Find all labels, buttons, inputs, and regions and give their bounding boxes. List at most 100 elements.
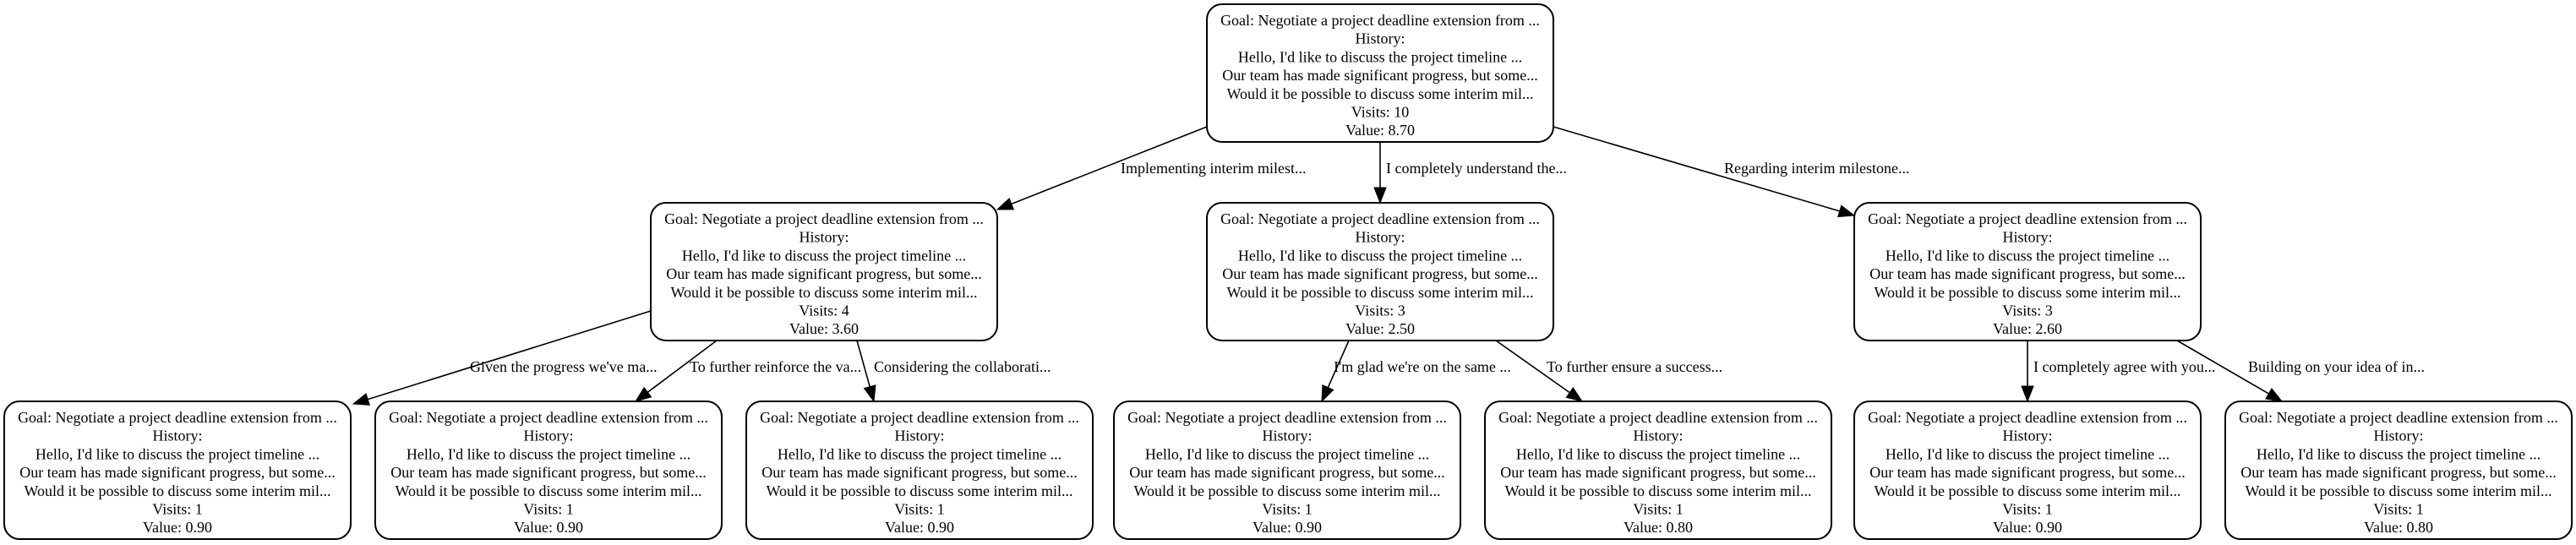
node-goal: Goal: Negotiate a project deadline exten…: [389, 409, 708, 426]
node-goal: Goal: Negotiate a project deadline exten…: [1220, 12, 1540, 29]
node-goal: Goal: Negotiate a project deadline exten…: [18, 409, 337, 426]
node-box: [374, 401, 723, 540]
node-history-line: Would it be possible to discuss some int…: [2245, 482, 2551, 499]
node-history-label: History:: [523, 428, 573, 444]
node-history-line: Would it be possible to discuss some int…: [1874, 284, 2180, 301]
tree-edge: Given the progress we've ma...: [352, 310, 658, 406]
tree-node-c2: Goal: Negotiate a project deadline exten…: [1206, 202, 1554, 341]
node-history-line: Our team has made significant progress, …: [1129, 464, 1444, 481]
node-history-line: Hello, I'd like to discuss the project t…: [35, 445, 319, 462]
node-value: Value: 0.90: [885, 519, 954, 536]
node-visits: Visits: 3: [2002, 302, 2052, 319]
node-box: [1113, 401, 1461, 540]
node-goal: Goal: Negotiate a project deadline exten…: [1498, 409, 1818, 426]
node-goal: Goal: Negotiate a project deadline exten…: [1220, 210, 1540, 227]
tree-node-g7: Goal: Negotiate a project deadline exten…: [2224, 401, 2573, 540]
edge-label: Implementing interim milest...: [1121, 160, 1306, 177]
arrowhead-icon: [863, 384, 876, 403]
tree-edge: Building on your idea of in...: [2176, 340, 2425, 402]
node-value: Value: 0.90: [1253, 519, 1322, 536]
tree-edge: I completely understand the...: [1373, 142, 1567, 204]
node-history-line: Would it be possible to discuss some int…: [766, 482, 1072, 499]
node-goal: Goal: Negotiate a project deadline exten…: [2239, 409, 2558, 426]
node-history-line: Would it be possible to discuss some int…: [395, 482, 701, 499]
node-goal: Goal: Negotiate a project deadline exten…: [1127, 409, 1447, 426]
tree-edge: Regarding interim milestone...: [1553, 126, 1909, 218]
tree-node-g3: Goal: Negotiate a project deadline exten…: [745, 401, 1094, 540]
tree-node-g1: Goal: Negotiate a project deadline exten…: [3, 401, 352, 540]
node-visits: Visits: 1: [523, 501, 573, 518]
node-box: [1206, 202, 1554, 341]
arrowhead-icon: [634, 386, 652, 402]
node-history-line: Our team has made significant progress, …: [1869, 265, 2185, 282]
node-visits: Visits: 1: [1633, 501, 1683, 518]
node-history-line: Our team has made significant progress, …: [1222, 265, 1537, 282]
node-visits: Visits: 10: [1351, 104, 1409, 121]
arrowhead-icon: [996, 198, 1015, 210]
node-box: [650, 202, 998, 341]
node-visits: Visits: 1: [1262, 501, 1312, 518]
node-value: Value: 0.80: [2364, 519, 2433, 536]
node-history-line: Our team has made significant progress, …: [1500, 464, 1815, 481]
edge-label: To further ensure a success...: [1547, 358, 1722, 375]
node-history-line: Hello, I'd like to discuss the project t…: [2257, 445, 2541, 462]
node-history-line: Our team has made significant progress, …: [1869, 464, 2185, 481]
edge-label: To further reinforce the va...: [690, 358, 861, 375]
tree-node-g5: Goal: Negotiate a project deadline exten…: [1484, 401, 1832, 540]
node-value: Value: 8.70: [1345, 122, 1415, 139]
edge-line: [367, 310, 652, 401]
tree-edge: Considering the collaborati...: [856, 340, 1051, 403]
arrowhead-icon: [1837, 204, 1856, 218]
arrowhead-icon: [1373, 187, 1387, 204]
node-history-label: History:: [152, 428, 202, 444]
edge-label: I'm glad we're on the same ...: [1334, 358, 1511, 375]
node-visits: Visits: 3: [1355, 302, 1405, 319]
node-history-line: Hello, I'd like to discuss the project t…: [682, 247, 966, 264]
node-goal: Goal: Negotiate a project deadline exten…: [760, 409, 1079, 426]
node-visits: Visits: 1: [152, 501, 202, 518]
node-value: Value: 0.90: [1993, 519, 2062, 536]
node-history-label: History:: [1633, 428, 1683, 444]
node-history-line: Our team has made significant progress, …: [390, 464, 706, 481]
edge-line: [1495, 340, 1570, 394]
edge-label: Regarding interim milestone...: [1724, 160, 1909, 177]
node-history-label: History:: [2373, 428, 2423, 444]
edge-label: Considering the collaborati...: [874, 358, 1051, 375]
node-history-line: Hello, I'd like to discuss the project t…: [1516, 445, 1800, 462]
node-goal: Goal: Negotiate a project deadline exten…: [1868, 409, 2187, 426]
tree-edge: To further reinforce the va...: [634, 340, 861, 402]
node-history-line: Our team has made significant progress, …: [2240, 464, 2556, 481]
node-box: [1206, 3, 1554, 143]
node-value: Value: 0.80: [1624, 519, 1693, 536]
edge-label: Given the progress we've ma...: [470, 358, 658, 375]
node-history-line: Our team has made significant progress, …: [666, 265, 981, 282]
node-value: Value: 0.90: [143, 519, 212, 536]
tree-node-g4: Goal: Negotiate a project deadline exten…: [1113, 401, 1461, 540]
edge-line: [647, 340, 718, 393]
edge-label: Building on your idea of in...: [2248, 358, 2425, 375]
node-history-line: Our team has made significant progress, …: [761, 464, 1077, 481]
node-history-label: History:: [1355, 229, 1405, 246]
node-history-line: Hello, I'd like to discuss the project t…: [1238, 247, 1522, 264]
node-box: [3, 401, 352, 540]
node-value: Value: 2.50: [1345, 320, 1415, 337]
tree-node-root: Goal: Negotiate a project deadline exten…: [1206, 3, 1554, 143]
node-goal: Goal: Negotiate a project deadline exten…: [664, 210, 984, 227]
node-history-label: History:: [2002, 229, 2052, 246]
node-history-label: History:: [1355, 30, 1405, 47]
node-visits: Visits: 1: [2002, 501, 2052, 518]
node-history-line: Would it be possible to discuss some int…: [1504, 482, 1811, 499]
node-history-line: Would it be possible to discuss some int…: [1226, 85, 1533, 102]
node-history-line: Would it be possible to discuss some int…: [1133, 482, 1440, 499]
node-history-line: Would it be possible to discuss some int…: [1226, 284, 1533, 301]
tree-edge: To further ensure a success...: [1495, 340, 1722, 402]
node-box: [1853, 401, 2202, 540]
tree-node-c3: Goal: Negotiate a project deadline exten…: [1853, 202, 2202, 341]
arrowhead-icon: [2021, 385, 2034, 403]
node-history-line: Hello, I'd like to discuss the project t…: [407, 445, 690, 462]
node-history-line: Would it be possible to discuss some int…: [1874, 482, 2180, 499]
node-history-line: Our team has made significant progress, …: [1222, 67, 1537, 84]
node-box: [1853, 202, 2202, 341]
tree-node-c1: Goal: Negotiate a project deadline exten…: [650, 202, 998, 341]
